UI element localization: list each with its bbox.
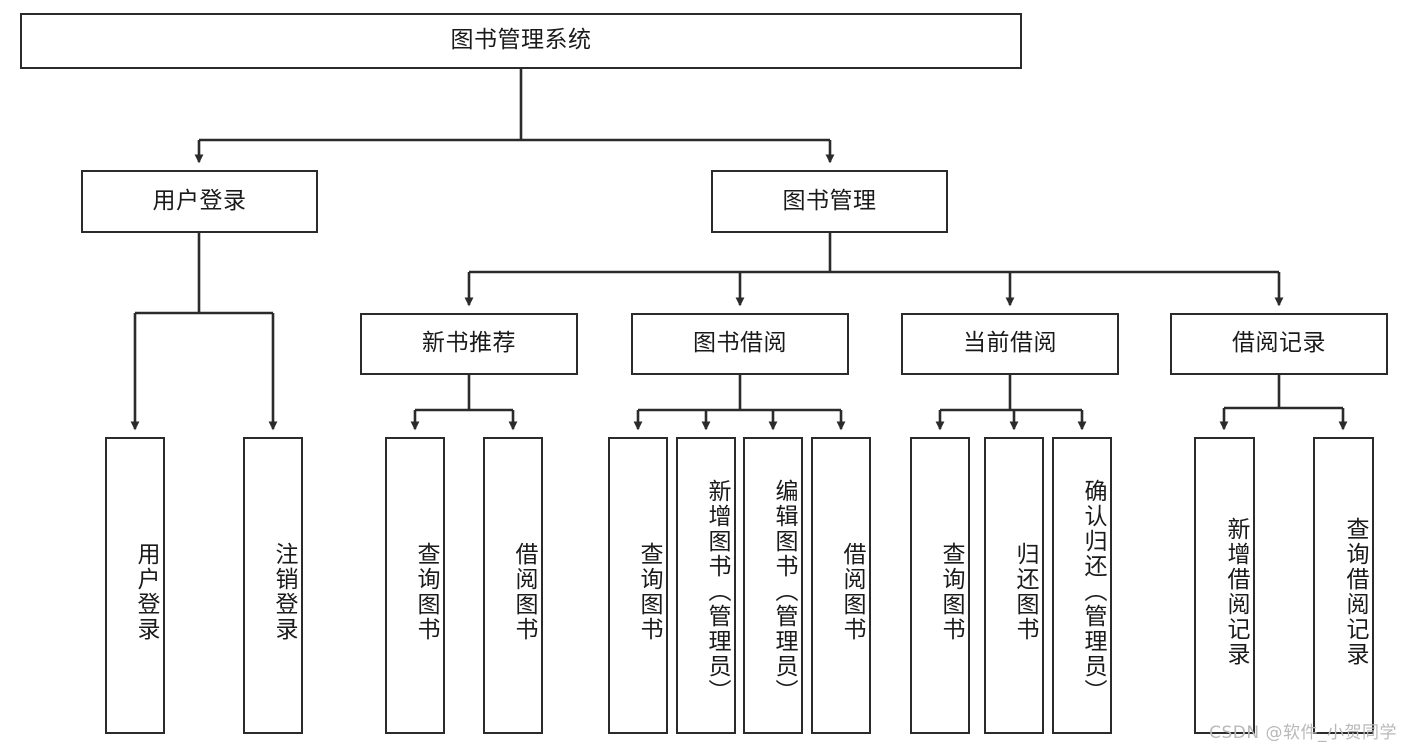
node-label: 确认归还（管理员） [1080,479,1106,704]
node-leaf-add-borrow-record[interactable]: 新增借阅记录 [1194,437,1255,734]
node-label: 用户登录 [133,541,159,642]
node-label: 用户登录 [152,187,247,214]
node-label: 编辑图书（管理员） [771,479,797,704]
node-leaf-borrow-book-2[interactable]: 借阅图书 [811,437,871,734]
node-leaf-return-book[interactable]: 归还图书 [984,437,1044,734]
node-book-borrow[interactable]: 图书借阅 [631,313,849,375]
node-label: 新增图书（管理员） [704,479,730,704]
node-leaf-add-book[interactable]: 新增图书（管理员） [676,437,736,734]
node-label: 归还图书 [1012,541,1038,642]
node-label: 图书管理系统 [450,27,592,54]
node-label: 图书管理 [782,187,877,214]
node-label: 借阅图书 [839,541,865,642]
node-label: 查询借阅记录 [1342,516,1368,667]
node-leaf-borrow-book-1[interactable]: 借阅图书 [483,437,543,734]
node-label: 注销登录 [271,541,297,642]
node-label: 借阅记录 [1232,330,1326,357]
node-label: 新增借阅记录 [1223,516,1249,667]
node-leaf-edit-book[interactable]: 编辑图书（管理员） [743,437,803,734]
node-leaf-query-book-3[interactable]: 查询图书 [910,437,970,734]
node-system-root[interactable]: 图书管理系统 [20,13,1022,69]
node-borrow-record[interactable]: 借阅记录 [1170,313,1388,375]
node-leaf-user-login[interactable]: 用户登录 [105,437,165,734]
node-new-book-recommend[interactable]: 新书推荐 [360,313,578,375]
node-label: 当前借阅 [963,330,1057,357]
node-label: 借阅图书 [511,541,537,642]
node-leaf-logout[interactable]: 注销登录 [243,437,303,734]
node-leaf-query-book-1[interactable]: 查询图书 [385,437,445,734]
node-user-login[interactable]: 用户登录 [81,170,318,233]
node-leaf-confirm-return[interactable]: 确认归还（管理员） [1052,437,1112,734]
node-label: 新书推荐 [422,330,516,357]
node-book-management[interactable]: 图书管理 [711,170,948,233]
node-label: 图书借阅 [693,330,787,357]
node-current-borrow[interactable]: 当前借阅 [901,313,1119,375]
node-leaf-query-book-2[interactable]: 查询图书 [608,437,668,734]
node-label: 查询图书 [938,541,964,642]
node-label: 查询图书 [636,541,662,642]
node-label: 查询图书 [413,541,439,642]
node-leaf-query-borrow-record[interactable]: 查询借阅记录 [1313,437,1374,734]
